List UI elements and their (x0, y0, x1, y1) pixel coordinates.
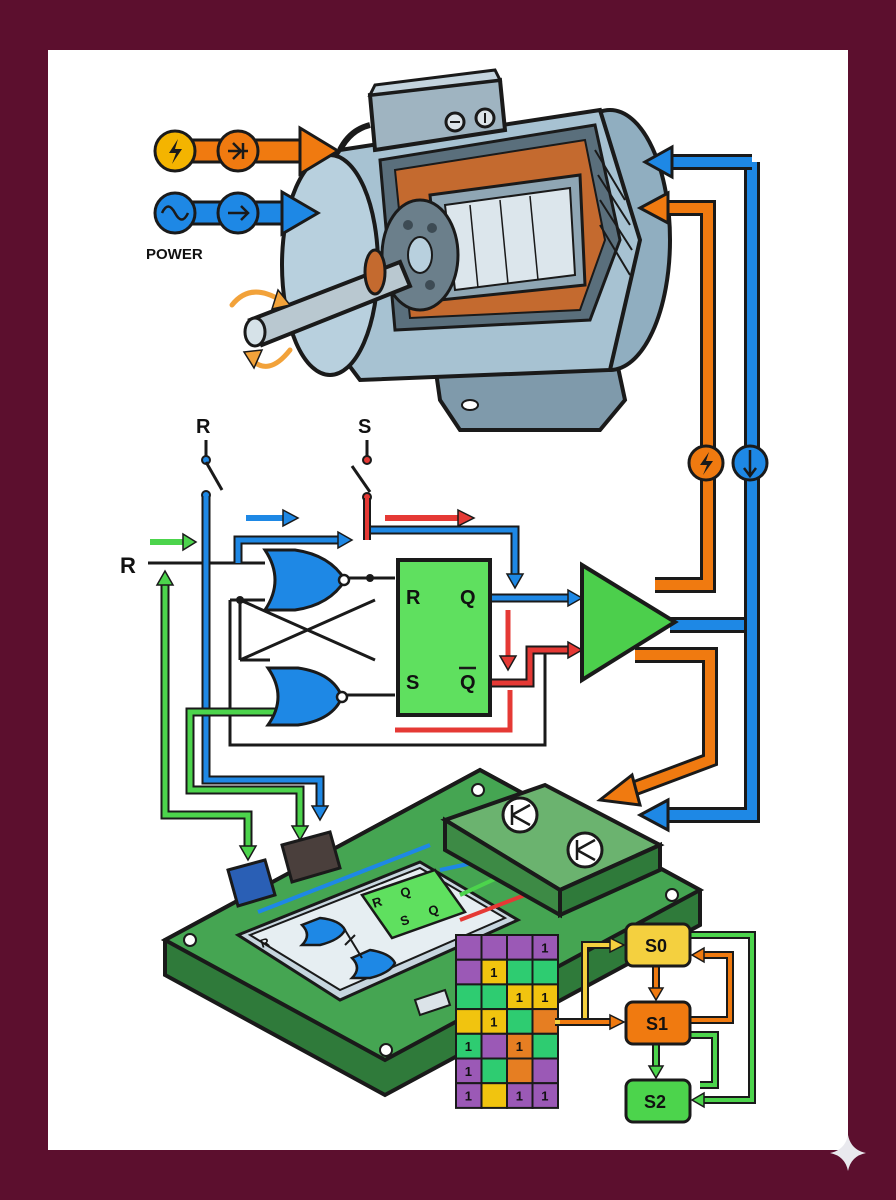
grid-cell (455, 934, 483, 961)
grid-cell-value: 1 (516, 1039, 523, 1054)
grid-cell (480, 1057, 508, 1085)
nor-gate-top (262, 548, 347, 612)
grid-cell (506, 934, 534, 961)
sparkle-icon (830, 1135, 866, 1171)
grid-cell (531, 934, 559, 961)
chip-q-label: Q (398, 883, 412, 900)
state-node-s1[interactable]: S1 (624, 1000, 692, 1046)
grid-cell (455, 1008, 483, 1035)
grid-cell (531, 1008, 559, 1035)
grid-cell (506, 1082, 534, 1109)
grid-cell-value: 1 (541, 1089, 548, 1104)
grid-cell (480, 1082, 508, 1109)
grid-cell-value: 1 (490, 965, 497, 980)
switch-s[interactable]: S (350, 416, 372, 502)
grid-cell (480, 958, 508, 986)
state-s0-label: S0 (645, 936, 667, 956)
dark-connector (280, 830, 342, 884)
sr-latch (396, 558, 492, 717)
electric-motor (243, 68, 672, 432)
grid-cell-value: 1 (516, 1089, 523, 1104)
switch-r[interactable]: R (196, 416, 224, 500)
latch-s-label: S (406, 672, 419, 694)
grid-cell (531, 1032, 559, 1060)
grid-cell (506, 958, 534, 986)
grid-cell (506, 1032, 534, 1060)
feedback-wires (596, 144, 769, 833)
logic-circuit: R (120, 497, 679, 862)
latch-q-label: Q (460, 587, 476, 609)
transistor-icon (566, 831, 604, 869)
power-label: POWER (146, 246, 203, 263)
chip-qbar-label: Q (426, 901, 440, 918)
grid-cell (480, 983, 508, 1011)
grid-cell (455, 958, 483, 986)
state-machine: S0 S1 S2 (555, 922, 756, 1124)
state-s2-label: S2 (644, 1092, 666, 1112)
grid-cell (480, 1032, 508, 1060)
nor-gate-bottom (265, 666, 344, 727)
grid-cell-value: 1 (465, 1039, 472, 1054)
grid-cell (506, 1057, 534, 1085)
grid-cell (531, 1082, 559, 1109)
power-input-dc (153, 125, 341, 177)
switch-s-label: S (358, 416, 371, 438)
input-r-label: R (120, 553, 136, 578)
grid-cell (480, 934, 508, 961)
latch-qbar-label: Q (460, 672, 476, 694)
grid-cell-value: 1 (465, 1089, 472, 1104)
grid-cell (506, 1008, 534, 1035)
grid-cell (531, 983, 559, 1011)
grid-cell-value: 1 (541, 940, 548, 955)
grid-cell (531, 958, 559, 986)
grid-cell-value: 1 (541, 990, 548, 1005)
state-node-s0[interactable]: S0 (624, 922, 692, 968)
grid-cell (531, 1057, 559, 1085)
state-s1-label: S1 (646, 1014, 668, 1034)
rotation-arrow-icon (229, 288, 293, 370)
grid-cell (455, 1082, 483, 1109)
circuit-board: R Q S Q R (160, 767, 705, 1098)
grid-cell-value: 1 (516, 990, 523, 1005)
power-input-ac (153, 189, 321, 237)
switch-r-label: R (196, 416, 211, 438)
grid-cell-value: 1 (465, 1064, 472, 1079)
blue-connector (226, 858, 277, 908)
grid-cell (455, 983, 483, 1011)
truth-table-grid: 1 1 1 1 1 1 1 1 1 1 1 (455, 934, 559, 1109)
grid-cell-value: 1 (490, 1014, 497, 1029)
latch-r-label: R (406, 587, 421, 609)
amplifier (580, 561, 679, 684)
transistor-icon (501, 796, 539, 834)
state-node-s2[interactable]: S2 (624, 1078, 692, 1124)
